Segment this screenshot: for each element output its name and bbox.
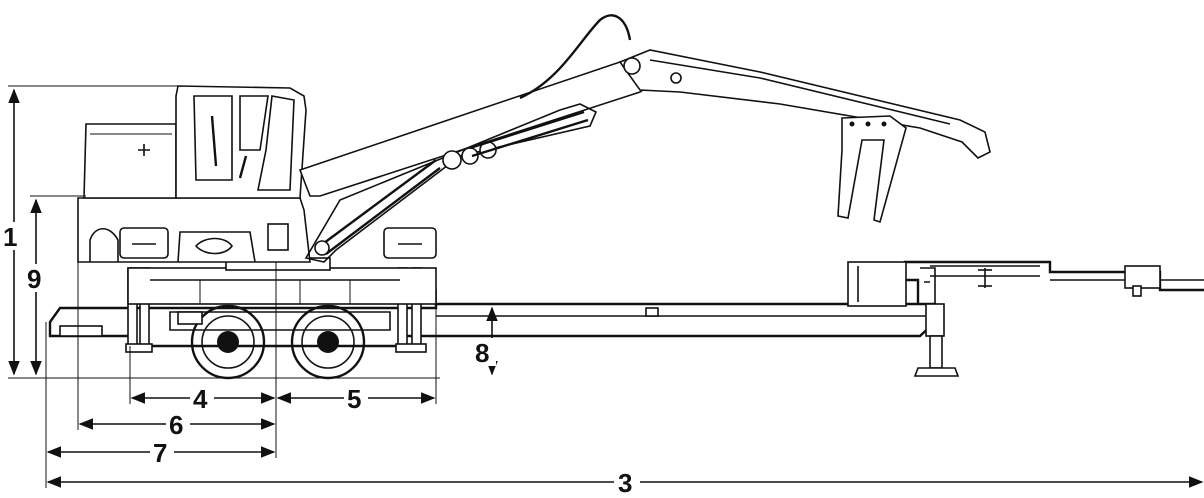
- carrier-frame: [127, 257, 437, 305]
- dim-label-3: 3: [618, 468, 632, 498]
- dim-label-6: 6: [169, 410, 183, 440]
- dim-label-9: 9: [27, 264, 41, 294]
- boom-and-stick: [298, 14, 991, 263]
- dim-label-5: 5: [347, 384, 361, 414]
- dimension-labels: 1 9 8 4 5 6 7 3: [0, 222, 640, 498]
- dim-label-8: 8: [475, 338, 489, 368]
- trailer-wheels: [169, 304, 391, 380]
- dim-label-1: 1: [3, 222, 17, 252]
- dim-label-7: 7: [153, 438, 167, 468]
- upper-house: [77, 85, 437, 263]
- dim-label-4: 4: [193, 384, 208, 414]
- trailer: [48, 260, 1204, 377]
